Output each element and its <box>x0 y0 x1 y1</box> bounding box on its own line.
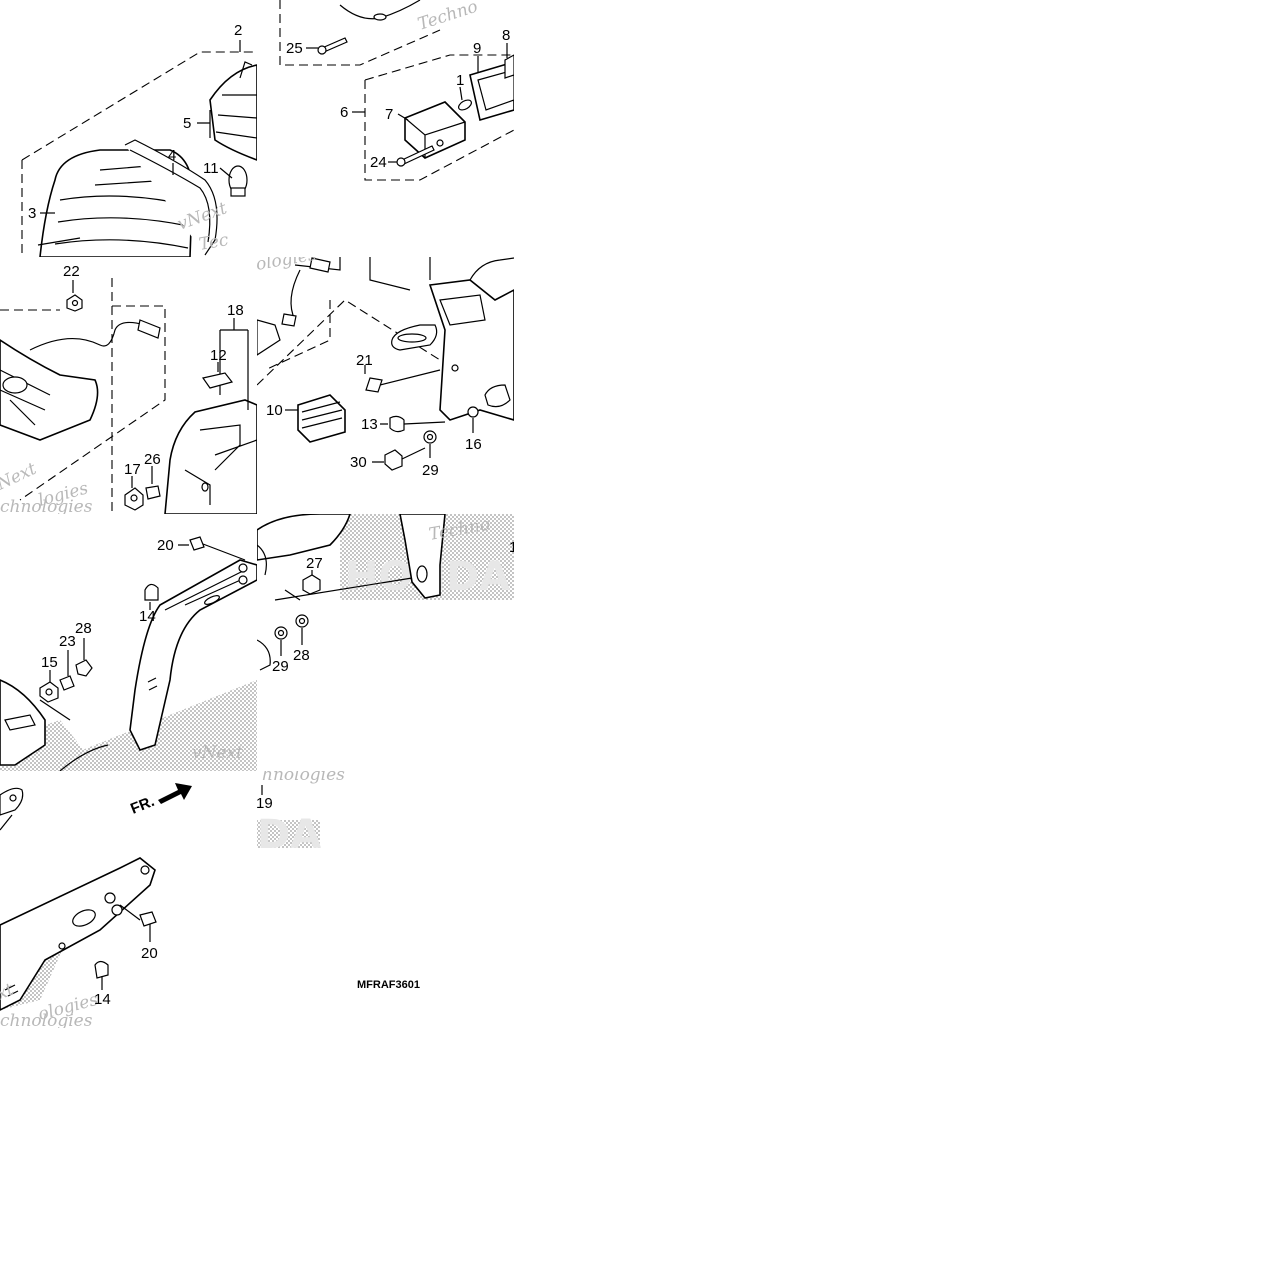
callout: 26 <box>144 451 161 468</box>
svg-text:hnologies: hnologies <box>262 765 345 785</box>
callout: 20 <box>157 537 174 554</box>
diagram-code: MFRAF3601 <box>357 979 420 991</box>
callout: 30 <box>350 454 367 471</box>
callout: 21 <box>356 352 373 369</box>
callout: 6 <box>340 104 348 121</box>
svg-text:Next: Next <box>0 459 40 495</box>
callout: 1 <box>456 72 464 89</box>
tile-license-light: Techno 25 9 8 1 6 7 24 <box>279 0 514 181</box>
callout: 1 <box>509 539 517 556</box>
callout: 14 <box>94 991 111 1008</box>
tile-grab-rail: vNext 20 14 28 23 15 <box>0 536 257 771</box>
callout: 17 <box>124 461 141 478</box>
callout: 27 <box>306 555 323 572</box>
svg-text:ologies: ologies <box>254 245 318 275</box>
svg-text:chnologies: chnologies <box>0 497 93 517</box>
tile-license-bracket: ologies 21 10 13 16 30 29 <box>254 245 514 479</box>
callout: 23 <box>59 633 76 650</box>
callout: 5 <box>183 115 191 132</box>
callout: 19 <box>256 795 273 812</box>
svg-text:chnologies: chnologies <box>0 1011 93 1031</box>
callout: 29 <box>272 658 289 675</box>
callout: 29 <box>422 462 439 479</box>
svg-text:DA: DA <box>257 812 321 858</box>
callout: 28 <box>75 620 92 637</box>
front-arrow-icon <box>158 783 192 804</box>
callout: 14 <box>139 608 156 625</box>
callout: 2 <box>234 22 242 39</box>
callout: 22 <box>63 263 80 280</box>
callout: 12 <box>210 347 227 364</box>
svg-text:Techno: Techno <box>415 0 480 35</box>
callout: 28 <box>293 647 310 664</box>
tile-lower-strip: DA hnologies 19 <box>256 765 345 858</box>
callout: 8 <box>502 27 510 44</box>
tile-side-bracket: FR. xt ologies chnologies 20 14 <box>0 783 192 1031</box>
tile-tail-lamp-lens: vNext Tec 2 5 4 11 3 <box>21 22 257 257</box>
callout: 9 <box>473 40 481 57</box>
callout: 25 <box>286 40 303 57</box>
svg-text:vNext: vNext <box>192 743 243 763</box>
callout: 10 <box>266 402 283 419</box>
callout: 16 <box>465 436 482 453</box>
callout: 15 <box>41 654 58 671</box>
tile-rear-fender: Next logies chnologies 22 18 12 17 26 <box>0 263 257 517</box>
front-direction-label: FR. <box>128 793 157 818</box>
callout: 13 <box>361 416 378 433</box>
callout: 24 <box>370 154 387 171</box>
callout: 11 <box>203 160 219 177</box>
callout: 18 <box>227 302 244 319</box>
callout: 4 <box>168 147 176 164</box>
svg-text:Tec: Tec <box>197 230 230 255</box>
callout: 7 <box>385 106 393 123</box>
callout: 3 <box>28 205 36 222</box>
callout: 20 <box>141 945 158 962</box>
tile-frame-mount: HONDA Techno 27 1 29 28 <box>257 514 517 675</box>
